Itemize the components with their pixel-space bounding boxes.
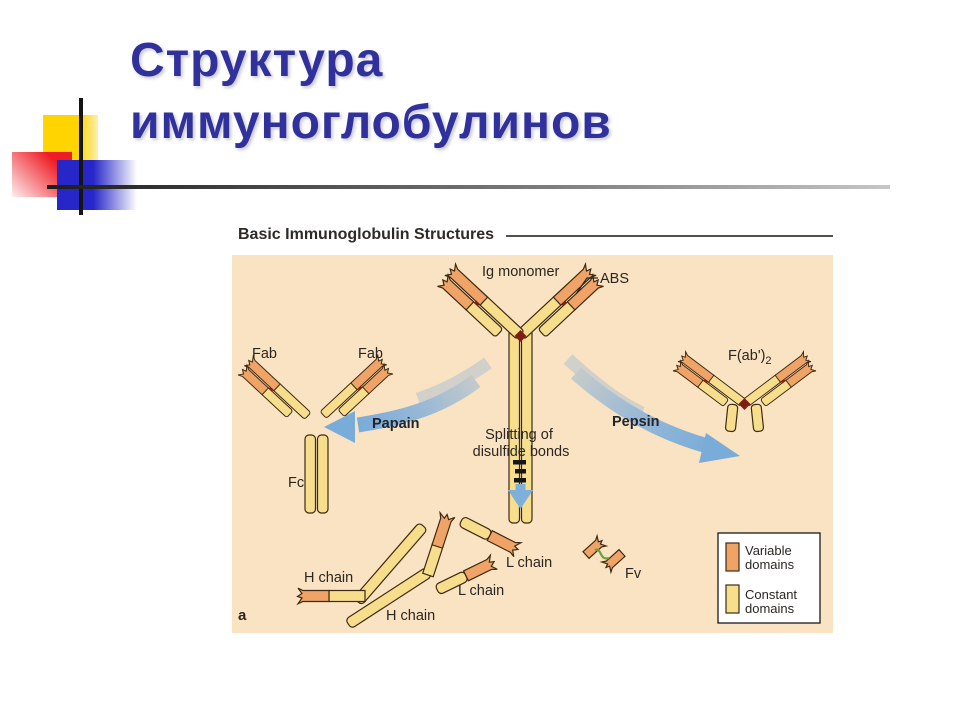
ig-monomer-graphic — [435, 263, 606, 524]
h-chain-bottom-label: H chain — [386, 608, 435, 624]
l-chain-upper-label: L chain — [506, 555, 552, 571]
h-chain-bottom-graphic — [346, 510, 456, 628]
immunoglobulin-diagram: Ig monomer ABS Fab Fab F(ab')2 Papain Pe… — [232, 255, 833, 633]
figure-heading-line — [506, 235, 833, 237]
fv-link — [594, 548, 610, 560]
legend-constant-swatch — [725, 584, 740, 614]
slide-title-line-2: иммуноглобулинов — [130, 96, 612, 149]
l-chain-lower-graphic — [435, 553, 498, 595]
abs-label: ABS — [600, 271, 629, 287]
figure-heading-row: Basic Immunoglobulin Structures — [238, 226, 833, 244]
legend: Variable domains Constant domains — [717, 532, 821, 624]
slide-title-line-1: Структура — [130, 34, 384, 87]
fc-label: Fc — [288, 475, 304, 491]
fv-label: Fv — [625, 566, 642, 582]
papain-label: Papain — [372, 416, 420, 432]
papain-arrow — [324, 357, 492, 443]
fv-graphic — [582, 533, 626, 575]
fab-left-label: Fab — [252, 346, 277, 362]
split-arrow — [508, 460, 533, 509]
pepsin-arrow — [563, 354, 740, 463]
fc-graphic — [304, 434, 329, 514]
fab-right-label: Fab — [358, 346, 383, 362]
legend-constant-label-line1: Constant — [745, 587, 797, 602]
figure-heading: Basic Immunoglobulin Structures — [238, 226, 495, 243]
splitting-label-line1: Splitting of — [485, 427, 554, 443]
slide-title: Структура иммуноглобулинов — [130, 30, 890, 154]
abs-pointer-line — [575, 277, 598, 295]
legend-variable-label-line2: domains — [745, 557, 795, 572]
legend-variable-swatch — [725, 542, 740, 572]
l-chain-lower-label: L chain — [458, 583, 504, 599]
h-chain-left-graphic — [296, 523, 427, 606]
legend-variable-label-line1: Variable — [745, 543, 792, 558]
title-underline-rule — [47, 185, 890, 189]
panel-label: a — [238, 607, 247, 624]
decor-crosshair-vertical-line — [79, 98, 83, 215]
legend-constant-label-line2: domains — [745, 601, 795, 616]
fab2-label: F(ab')2 — [728, 348, 772, 367]
l-chain-upper-graphic — [459, 516, 524, 558]
splitting-label-line2: disulfide bonds — [473, 444, 570, 460]
ig-monomer-label: Ig monomer — [482, 264, 560, 280]
h-chain-left-label: H chain — [304, 570, 353, 586]
pepsin-label: Pepsin — [612, 414, 660, 430]
